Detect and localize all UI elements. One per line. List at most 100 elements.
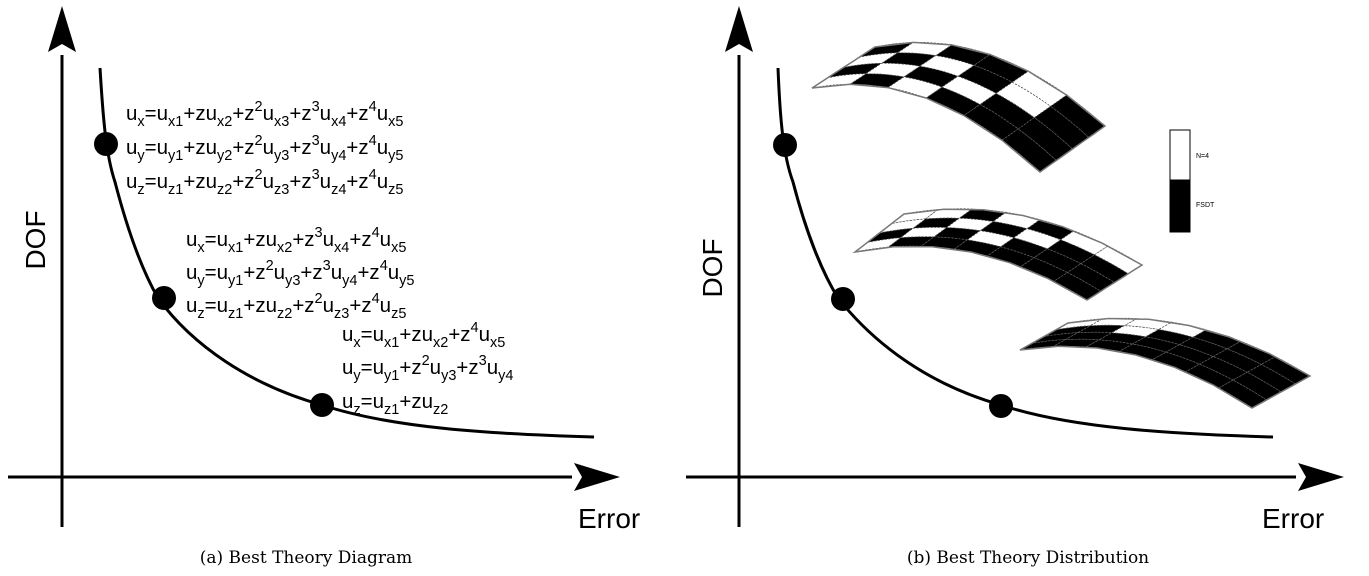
eq-subscript: z5 [391,306,406,322]
eq-superscript: 4 [380,258,388,274]
eq-term: u [320,136,331,159]
eq-superscript: 3 [315,225,323,241]
eq-subscript: x [197,240,205,256]
eq-subscript: x2 [433,335,448,351]
panel-b-plate-middle [852,208,1144,301]
eq-superscript: 4 [369,133,377,149]
legend-swatch-n4 [1169,129,1191,181]
eq-term: +z [232,170,254,193]
eq-subscript: y5 [388,148,403,164]
panel-a-theory-point-2 [152,286,176,310]
plate-cell [999,237,1049,259]
eq-term: +z [456,356,478,379]
eq-term: u [388,261,399,284]
eq-subscript: x4 [334,240,349,256]
eq-term: u [186,294,197,317]
eq-term: =u [361,323,384,346]
panel-b-x-axis-label: Error [1262,503,1324,534]
plate-cell [1178,336,1228,357]
eq-term: +zu [399,390,433,413]
panel-a-caption: (a) Best Theory Diagram [200,548,413,568]
eq-term: +zu [183,136,217,159]
eq-term: =u [361,356,384,379]
eq-subscript: z2 [433,402,448,418]
eq-term: u [342,323,353,346]
eq-term: u [126,170,137,193]
eq-subscript: y [137,148,145,164]
plate-cell [1019,257,1069,282]
eq-term: u [126,102,137,125]
eq-subscript: x5 [490,335,505,351]
eq-term: =u [205,228,228,251]
panel-a-theory-3-eq-uy: uy=uy1+z2uy3+z3uy4 [342,353,513,384]
panel-a-theory-2-eq-ux: ux=ux1+zux2+z3ux4+z4ux5 [186,225,406,256]
eq-superscript: 3 [323,258,331,274]
eq-term: u [487,356,498,379]
eq-term: =u [145,136,168,159]
panel-a-x-axis-arrowhead [574,463,620,491]
eq-superscript: 4 [471,320,479,336]
eq-term: u [263,102,274,125]
eq-superscript: 2 [255,167,263,183]
panel-a-theory-1-eq-uz: uz=uz1+zuz2+z2uz3+z3uz4+z4uz5 [126,167,403,198]
legend-label-fsdt: FSDT [1196,202,1215,209]
panel-a-theory-1-eq-ux: ux=ux1+zux2+z2ux3+z3ux4+z4ux5 [126,99,403,130]
eq-term: +zu [243,294,277,317]
eq-term: u [263,136,274,159]
eq-term: u [323,228,334,251]
panel-a-theory-3-eq-uz: uz=uz1+zuz2 [342,390,448,418]
panel-a-theory-point-3 [310,393,334,417]
eq-subscript: z1 [228,306,243,322]
eq-subscript: y1 [168,148,183,164]
eq-superscript: 4 [372,225,380,241]
eq-subscript: x [137,114,145,130]
plate-cell [1165,344,1215,365]
eq-superscript: 4 [369,99,377,115]
eq-term: =u [205,261,228,284]
eq-subscript: z5 [388,182,403,198]
eq-subscript: z1 [168,182,183,198]
eq-term: +z [289,136,311,159]
eq-subscript: x3 [274,114,289,130]
eq-term: u [331,261,342,284]
eq-subscript: z3 [334,306,349,322]
panel-a-pareto-curve [98,67,595,439]
eq-term: u [377,102,388,125]
eq-subscript: z [197,306,204,322]
eq-subscript: y2 [217,148,232,164]
eq-term: u [380,228,391,251]
eq-subscript: x5 [388,114,403,130]
panel-b-theory-point-1 [773,133,797,157]
eq-term: u [126,136,137,159]
legend-swatch-fsdt [1169,179,1191,233]
eq-term: +z [346,170,368,193]
eq-term: u [479,323,490,346]
eq-term: +z [357,261,379,284]
eq-term: u [323,294,334,317]
eq-term: +z [349,294,371,317]
eq-subscript: y4 [498,368,513,384]
eq-term: u [377,136,388,159]
eq-subscript: y [353,368,361,384]
panel-a-theory-2-eq-uy: uy=uy1+z2uy3+z3uy4+z4uy5 [186,258,415,289]
eq-superscript: 4 [369,167,377,183]
eq-term: +z [349,228,371,251]
eq-term: +z [232,136,254,159]
eq-subscript: y3 [274,148,289,164]
eq-term: u [380,294,391,317]
plate-cell [1026,219,1075,241]
panel-b-legend: N=4 FSDT [1169,129,1215,233]
eq-term: u [320,102,331,125]
eq-subscript: x1 [384,335,399,351]
eq-subscript: y1 [228,273,243,289]
eq-term: u [320,170,331,193]
eq-subscript: y [197,273,205,289]
eq-subscript: y3 [441,368,456,384]
eq-term: +z [289,170,311,193]
panel-a-y-axis-label: DOF [20,210,51,269]
eq-subscript: y4 [331,148,346,164]
panel-a-y-axis-arrowhead [48,6,76,52]
legend-label-n4: N=4 [1196,153,1209,160]
panel-b-plate-bottom [1019,317,1312,409]
panel-a-theory-3-eq-ux: ux=ux1+zux2+z4ux5 [342,320,505,351]
